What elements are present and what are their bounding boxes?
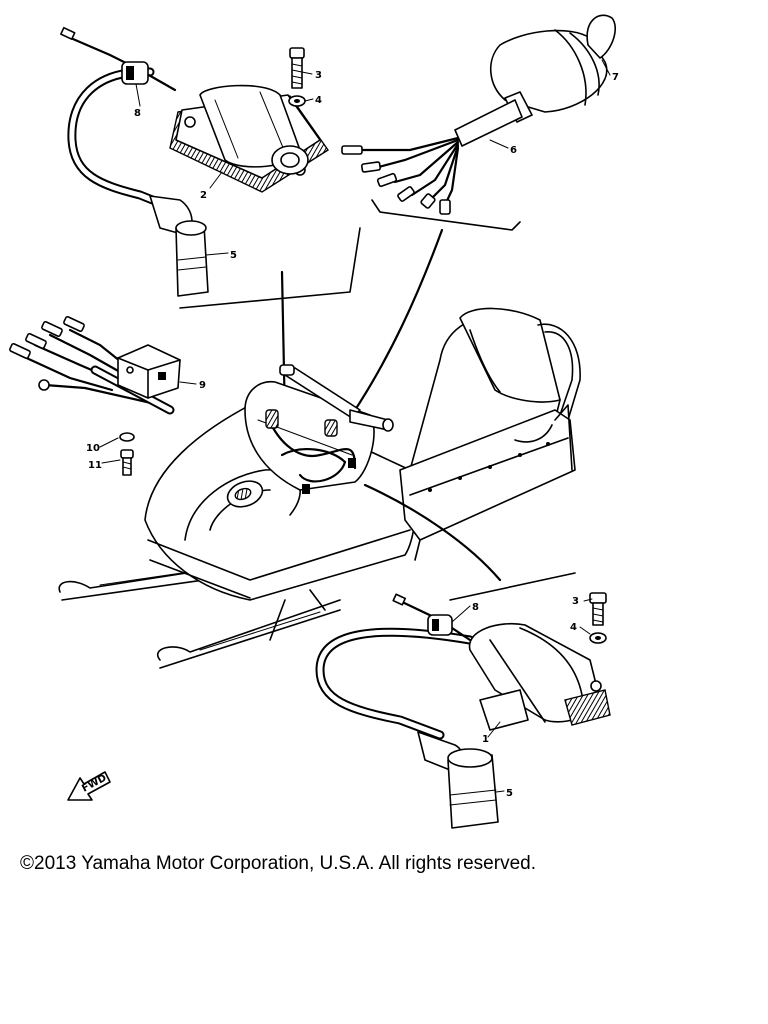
callout-5-lower: 5 [506,788,513,799]
callout-3-upper: 3 [315,70,322,81]
callout-9: 9 [199,380,206,391]
bolt-washer-upper [288,47,306,107]
magneto-harness [341,14,616,215]
callout-1: 1 [482,734,489,745]
callout-4-lower: 4 [570,622,577,633]
bolt-washer-lower [589,592,607,644]
callout-7: 7 [612,72,619,83]
callout-leaders [99,59,611,793]
copyright-notice: ©2013 Yamaha Motor Corporation, U.S.A. A… [20,853,536,874]
callout-10: 10 [86,443,100,454]
callout-8-upper: 8 [134,108,141,119]
callout-6: 6 [510,145,517,156]
callout-11: 11 [88,460,102,471]
forward-arrow-icon: FWD [67,771,111,801]
callout-5-upper: 5 [230,250,237,261]
exploded-parts-diagram: FWD 3 4 8 2 5 6 7 9 10 11 8 3 4 5 1 [9,14,619,829]
callout-8-lower: 8 [472,602,479,613]
callout-3-lower: 3 [572,596,579,607]
callout-4-upper: 4 [315,95,322,106]
callout-2: 2 [200,190,207,201]
regulator-assembly [9,316,181,476]
ignition-coil-upper [60,26,329,297]
ignition-coil-lower [315,593,611,829]
snowmobile-body [58,307,581,669]
callout-labels: 3 4 8 2 5 6 7 9 10 11 8 3 4 5 1 [86,70,619,799]
